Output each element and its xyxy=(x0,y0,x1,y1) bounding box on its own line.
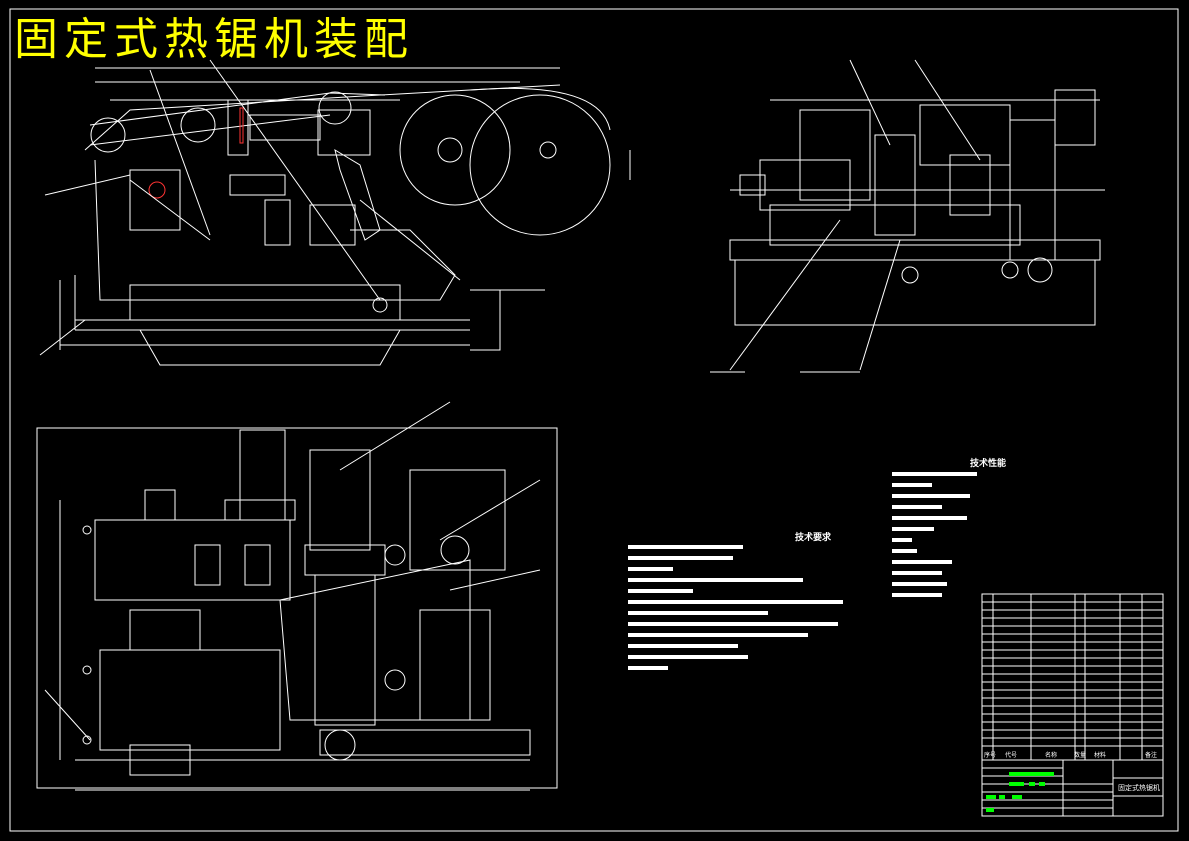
header-remarks: 备注 xyxy=(1145,752,1158,759)
title-block-drawing-name: 固定式热锯机 xyxy=(1118,784,1160,792)
side-elevation-view xyxy=(39,59,631,366)
tech-requirements-heading: 技术要求 xyxy=(795,533,832,543)
header-index: 序号 xyxy=(984,752,997,759)
tech-performance-heading: 技术性能 xyxy=(970,459,1007,469)
title-block-green-text xyxy=(986,772,1054,812)
header-quantity: 数量 xyxy=(1074,752,1087,759)
tech-performance-text-lines xyxy=(892,472,977,597)
header-material: 材料 xyxy=(1094,752,1107,759)
header-code: 代号 xyxy=(1005,752,1018,759)
drawing-border xyxy=(9,8,1179,832)
drawing-title: 固定式热锯机装配 xyxy=(14,14,414,65)
header-name: 名称 xyxy=(1045,752,1058,759)
plan-view xyxy=(36,401,558,791)
front-view xyxy=(710,59,1105,373)
title-block xyxy=(981,593,1164,817)
tech-requirements-text-lines xyxy=(628,545,843,670)
